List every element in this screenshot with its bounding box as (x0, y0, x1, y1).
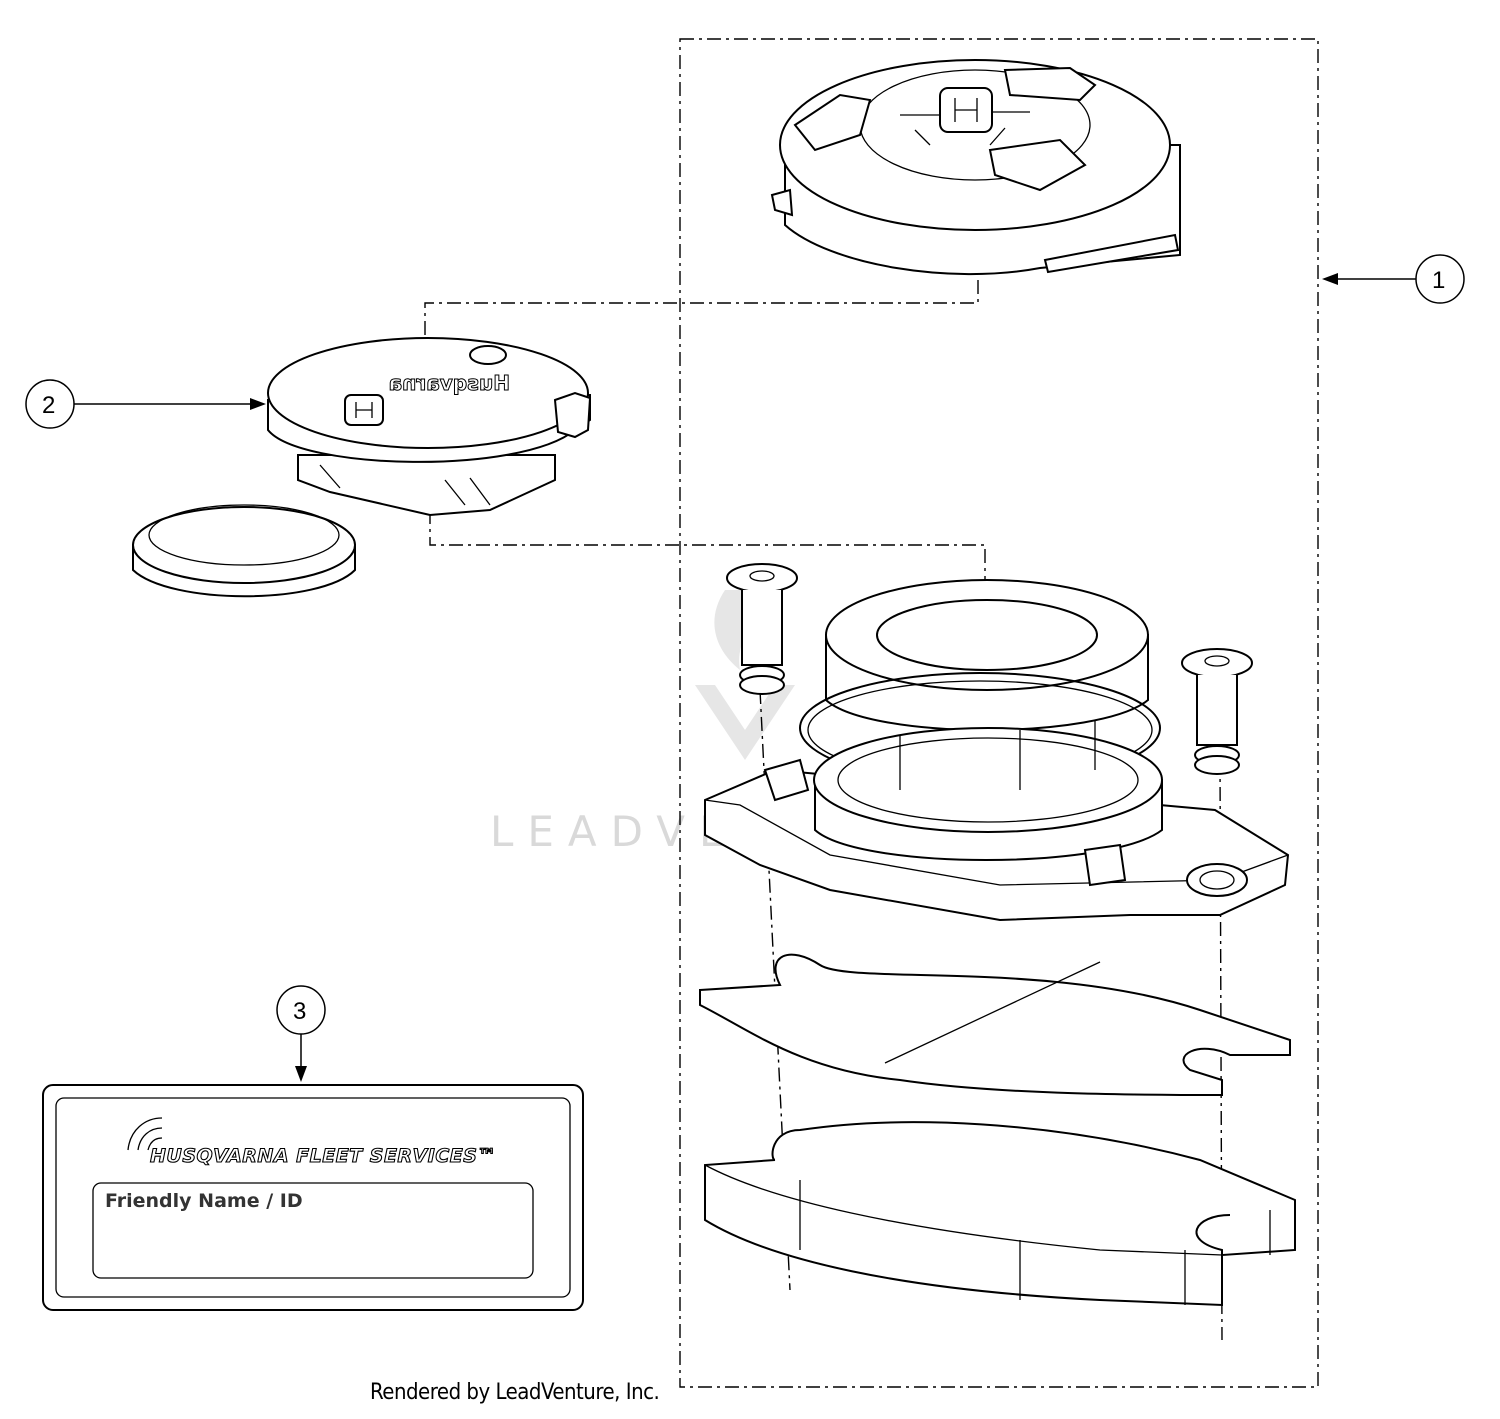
decal-label: HUSQVARNA FLEET SERVICES™ Friendly Name … (42, 1084, 584, 1311)
callout-1: 1 (1322, 254, 1465, 304)
base-mount-plate (704, 720, 1290, 922)
callout-2-number: 2 (42, 392, 55, 419)
foam-pad (704, 1121, 1296, 1307)
cap-brand-text: Husqvarna (389, 371, 510, 395)
coin-battery (132, 504, 356, 598)
screw-right (1181, 648, 1253, 775)
decal-brand-text: HUSQVARNA FLEET SERVICES™ (150, 1145, 497, 1167)
decal-field-label: Friendly Name / ID (105, 1190, 303, 1212)
callout-3: 3 (276, 985, 326, 1082)
module-cap: Husqvarna (267, 337, 592, 517)
signal-logo-icon (127, 1117, 163, 1151)
seal-ring (825, 579, 1149, 731)
thin-gasket (699, 953, 1291, 1097)
device-top-cover (770, 59, 1181, 276)
callout-2: 2 (25, 379, 266, 429)
callout-3-number: 3 (293, 998, 306, 1025)
screw-left (726, 563, 798, 695)
callout-1-number: 1 (1432, 267, 1445, 294)
footer-credit: Rendered by LeadVenture, Inc. (370, 1380, 660, 1405)
assembly-1-boundary (679, 38, 1319, 1388)
